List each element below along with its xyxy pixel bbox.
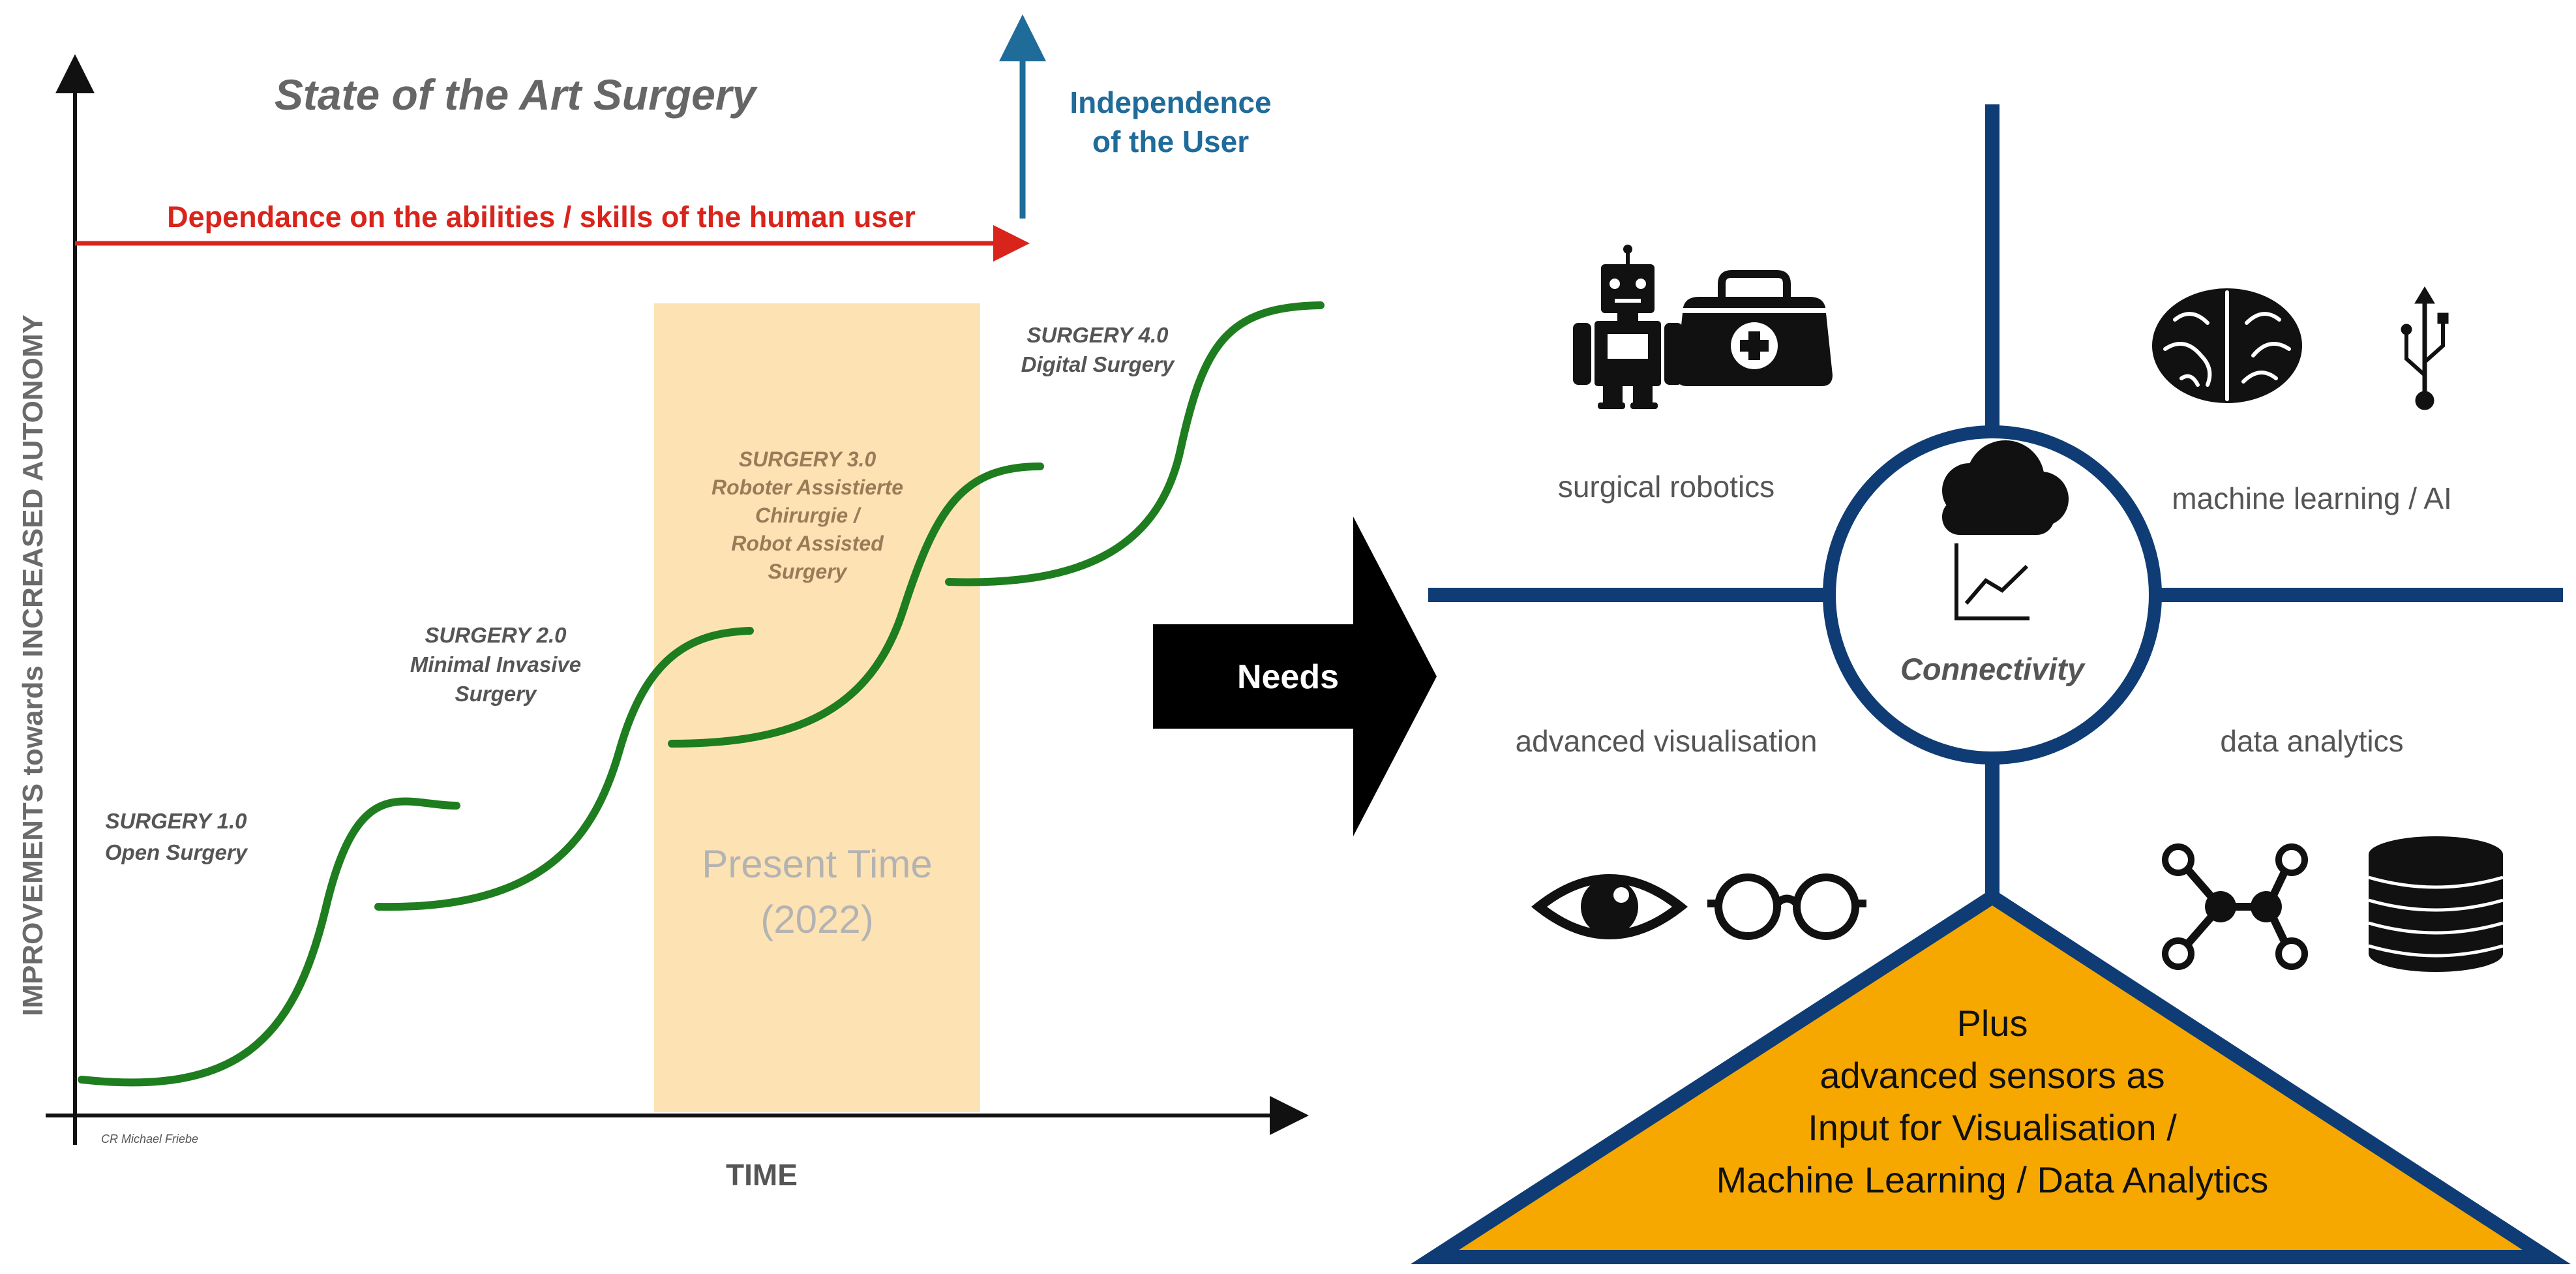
stage-label-surgery-4: SURGERY 4.0 Digital Surgery <box>1021 323 1175 376</box>
x-axis-label: TIME <box>726 1158 798 1192</box>
curve-surgery-4 <box>945 301 1325 586</box>
eye-icon <box>1531 874 1688 939</box>
stage-label-surgery-1: SURGERY 1.0 Open Surgery <box>105 809 248 864</box>
brain-icon <box>2152 288 2302 403</box>
left-panel: Present Time (2022) IMPROVEMENTS towards… <box>17 14 1325 1192</box>
right-panel: Plus advanced sensors as Input for Visua… <box>1410 104 2571 1264</box>
present-time-box <box>654 303 980 1112</box>
needs-arrow: Needs <box>1153 517 1437 836</box>
stage-label-surgery-3: SURGERY 3.0 Roboter Assistierte Chirurgi… <box>711 447 903 583</box>
label-advanced-visualisation: advanced visualisation <box>1516 724 1818 758</box>
stage-3-line-4: Robot Assisted <box>731 532 884 555</box>
stage-2-line-3: Surgery <box>455 682 537 706</box>
triangle-line-3: Input for Visualisation / <box>1808 1107 2177 1148</box>
chart-icon <box>1954 543 2029 620</box>
stage-3-line-3: Chirurgie / <box>755 504 861 527</box>
stage-3-line-2: Roboter Assistierte <box>711 476 903 499</box>
network-icon <box>2162 843 2308 970</box>
label-machine-learning: machine learning / AI <box>2172 481 2452 515</box>
needs-arrow-label: Needs <box>1237 658 1339 696</box>
usb-icon <box>2401 286 2449 410</box>
robot-icon <box>1573 245 1683 409</box>
stage-1-line-1: SURGERY 1.0 <box>105 809 247 833</box>
stage-1-line-2: Open Surgery <box>105 840 248 864</box>
curve-surgery-3 <box>668 463 1044 748</box>
triangle-line-2: advanced sensors as <box>1820 1055 2164 1096</box>
stage-4-line-1: SURGERY 4.0 <box>1026 323 1169 347</box>
curve-surgery-2 <box>374 627 754 911</box>
curve-surgery-1 <box>78 797 460 1087</box>
glasses-icon <box>1707 873 1866 940</box>
database-icon <box>2368 836 2504 972</box>
sensors-triangle <box>1410 888 2571 1264</box>
present-time-label-line1: Present Time <box>702 842 932 886</box>
cloud-icon <box>1942 440 2069 535</box>
connectivity-label: Connectivity <box>1900 652 2086 686</box>
stage-2-line-1: SURGERY 2.0 <box>425 623 567 647</box>
present-time-label-line2: (2022) <box>760 898 873 941</box>
triangle-line-1: Plus <box>1957 1003 2028 1044</box>
stage-2-line-2: Minimal Invasive <box>410 652 581 676</box>
independence-label-line1: Independence <box>1070 85 1271 119</box>
label-data-analytics: data analytics <box>2220 724 2403 758</box>
page-title: State of the Art Surgery <box>275 70 758 119</box>
medical-bag-icon <box>1676 270 1833 386</box>
stage-3-line-5: Surgery <box>768 560 848 583</box>
label-surgical-robotics: surgical robotics <box>1558 470 1775 504</box>
y-axis-label: IMPROVEMENTS towards INCREASED AUTONOMY <box>17 314 49 1016</box>
connectivity-circle <box>1823 425 2162 765</box>
dependance-label: Dependance on the abilities / skills of … <box>167 200 916 234</box>
triangle-line-4: Machine Learning / Data Analytics <box>1716 1159 2269 1200</box>
stage-4-line-2: Digital Surgery <box>1021 352 1175 376</box>
needs-arrow-shape <box>1153 517 1437 836</box>
stage-3-line-1: SURGERY 3.0 <box>739 447 876 471</box>
credit-label: CR Michael Friebe <box>101 1132 198 1145</box>
stage-label-surgery-2: SURGERY 2.0 Minimal Invasive Surgery <box>410 623 581 706</box>
sensors-triangle-text: Plus advanced sensors as Input for Visua… <box>1716 1003 2269 1200</box>
independence-label-line2: of the User <box>1092 125 1249 159</box>
